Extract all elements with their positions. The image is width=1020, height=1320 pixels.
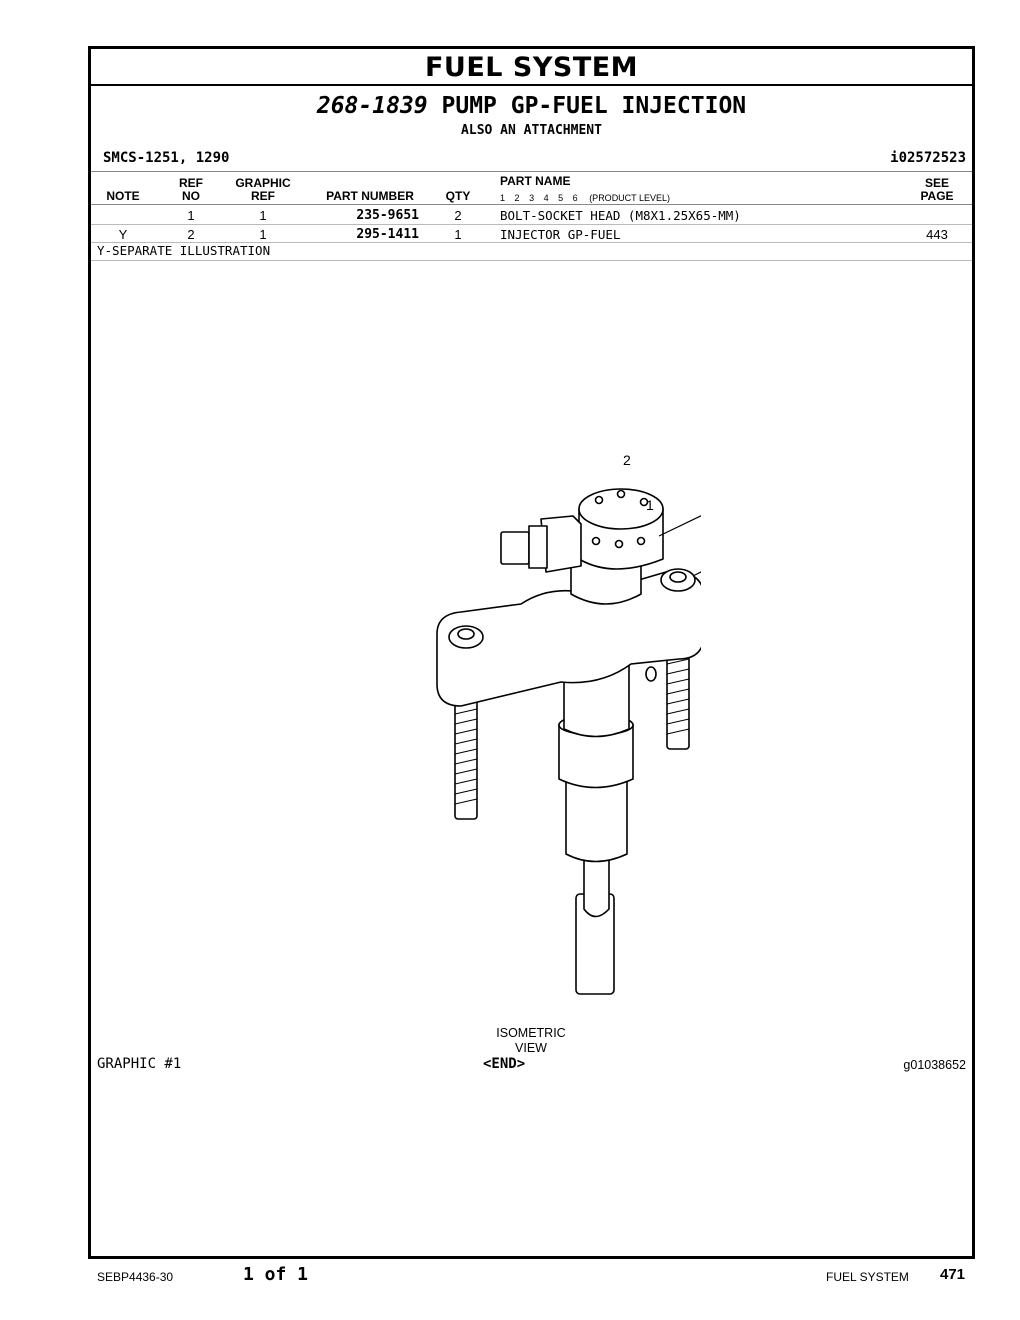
- product-level-1: 1: [500, 193, 506, 203]
- product-level-6: 6: [572, 193, 578, 203]
- product-levels: 1 2 3 4 5 6 (PRODUCT LEVEL): [500, 193, 670, 203]
- product-level-3: 3: [529, 193, 535, 203]
- row-part-number[interactable]: 295-1411: [356, 227, 419, 242]
- row-graphic-ref: 1: [259, 208, 267, 223]
- graphic-label: GRAPHIC #1: [97, 1056, 182, 1072]
- row-part-number[interactable]: 235-9651: [356, 208, 419, 223]
- col-see-page: SEE PAGE: [909, 177, 965, 203]
- col-ref-no: REF NO: [169, 177, 213, 203]
- end-marker: <END>: [483, 1056, 526, 1072]
- footer-doc-number: SEBP4436-30: [97, 1270, 174, 1284]
- cap-screw: [616, 489, 626, 499]
- product-level-5: 5: [558, 193, 564, 203]
- row-divider: [91, 224, 972, 225]
- col-note: NOTE: [106, 189, 140, 203]
- injector-lower-body: [565, 773, 628, 863]
- clamp-bracket: [436, 570, 701, 707]
- col-part-name: PART NAME: [500, 174, 571, 188]
- page-frame: FUEL SYSTEM 268-1839 PUMP GP-FUEL INJECT…: [88, 46, 975, 1259]
- view-label: ISOMETRIC VIEW: [471, 1026, 591, 1056]
- callout-1: 1: [646, 497, 654, 513]
- row-part-name: BOLT-SOCKET HEAD (M8X1.25X65-MM): [500, 208, 741, 223]
- section-title: FUEL SYSTEM: [91, 49, 972, 86]
- notes-text: Y-SEPARATE ILLUSTRATION: [97, 243, 271, 258]
- product-level-4: 4: [543, 193, 549, 203]
- cap-screw: [639, 497, 649, 507]
- row-graphic-ref: 1: [259, 227, 267, 242]
- smcs-codes: SMCS-1251, 1290: [103, 150, 230, 166]
- row-qty: 1: [454, 227, 462, 242]
- row-ref-no: 1: [187, 208, 195, 223]
- group-title: 268-1839 PUMP GP-FUEL INJECTION: [91, 93, 972, 119]
- group-name: PUMP GP-FUEL INJECTION: [441, 93, 747, 119]
- product-level-2: 2: [514, 193, 520, 203]
- header-top-rule: [91, 171, 972, 172]
- col-see-page-bottom: PAGE: [920, 189, 954, 203]
- group-subtitle: ALSO AN ATTACHMENT: [461, 123, 602, 138]
- col-ref-no-bottom: NO: [182, 189, 200, 203]
- connector-plug: [500, 531, 530, 565]
- left-bolt-socket: [457, 628, 475, 640]
- col-graphic-ref-top: GRAPHIC: [235, 176, 291, 190]
- row-note: Y: [118, 227, 128, 242]
- injector-middle-body: [558, 723, 634, 789]
- view-label-line-2: VIEW: [515, 1041, 547, 1055]
- injector-tip: [583, 843, 610, 918]
- row-qty: 2: [454, 208, 462, 223]
- footer-section: FUEL SYSTEM: [826, 1270, 909, 1284]
- footer-page-of: 1 of 1: [243, 1264, 309, 1285]
- ident-code: i02572523: [890, 150, 966, 166]
- col-part-number: PART NUMBER: [326, 189, 414, 203]
- callout-2: 2: [623, 452, 631, 468]
- cap-screw: [614, 539, 624, 549]
- row-part-name: INJECTOR GP-FUEL: [500, 227, 621, 242]
- connector-housing: [528, 525, 548, 569]
- injector-illustration: [436, 488, 701, 995]
- header-bottom-rule: [91, 204, 972, 205]
- view-label-line-1: ISOMETRIC: [496, 1026, 566, 1040]
- bracket-hole: [645, 666, 657, 682]
- graphic-id: g01038652: [903, 1058, 966, 1072]
- left-bolt-threads: [454, 708, 478, 805]
- col-graphic-ref: GRAPHIC REF: [227, 177, 299, 203]
- col-qty: QTY: [445, 189, 471, 203]
- cap-screw: [594, 495, 604, 505]
- footer-page-number: 471: [940, 1266, 966, 1283]
- cap-screw: [636, 536, 646, 546]
- col-ref-no-top: REF: [179, 176, 203, 190]
- notes-divider: [91, 260, 972, 261]
- col-see-page-top: SEE: [924, 176, 949, 190]
- row-divider: [91, 242, 972, 243]
- product-level-label: (PRODUCT LEVEL): [589, 193, 671, 203]
- col-graphic-ref-bottom: REF: [251, 189, 275, 203]
- callout-leader-1: [692, 571, 701, 577]
- group-part-number[interactable]: 268-1839: [316, 93, 428, 119]
- right-bolt-socket: [669, 571, 687, 583]
- cap-screw: [591, 536, 601, 546]
- row-see-page[interactable]: 443: [926, 227, 948, 242]
- callout-leader-2: [658, 515, 701, 537]
- row-ref-no: 2: [187, 227, 195, 242]
